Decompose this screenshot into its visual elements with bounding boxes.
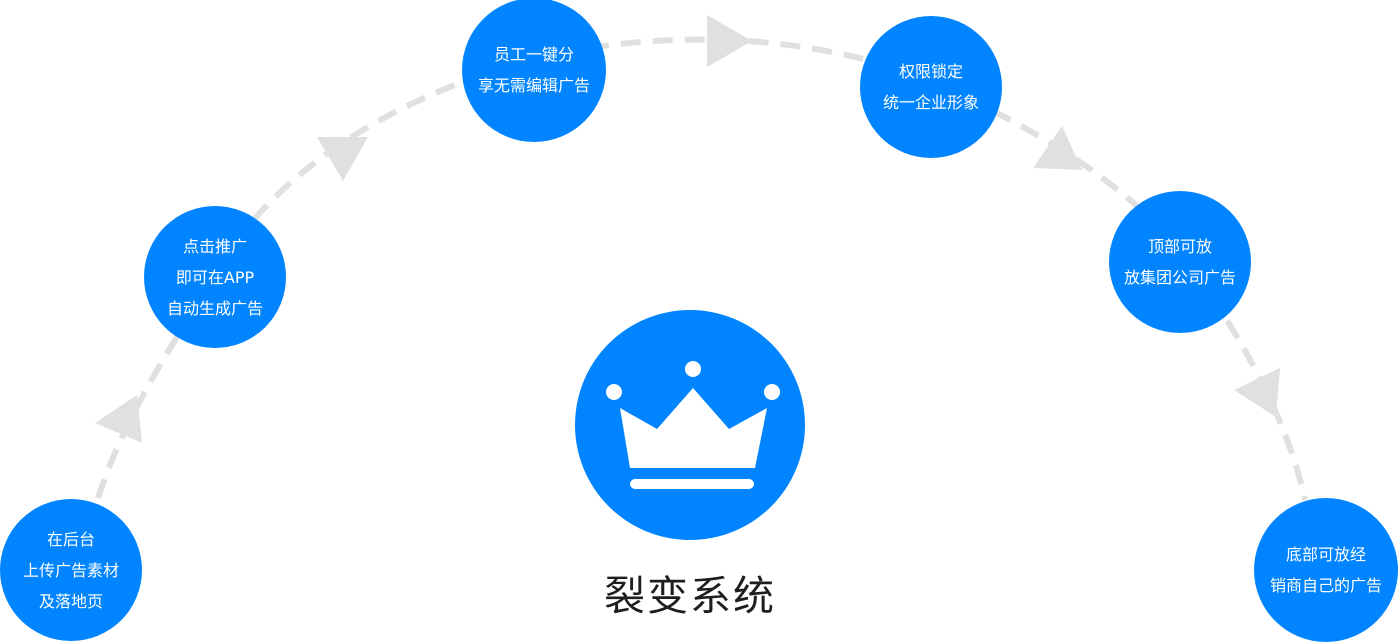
step-node-lock: 权限锁定 统一企业形象	[860, 16, 1002, 158]
step-text-line: 点击推广	[182, 236, 247, 256]
arrow-icon	[707, 15, 752, 67]
diagram-title: 裂变系统	[604, 572, 776, 620]
step-text-line: 顶部可放	[1147, 237, 1212, 256]
step-node-share: 员工一键分 享无需编辑广告	[462, 0, 606, 142]
arrow-icon	[317, 137, 368, 181]
step-text-line: 底部可放经	[1285, 545, 1366, 564]
hub-circle	[575, 310, 805, 540]
step-text-line: 员工一键分	[493, 45, 574, 64]
step-node-bottom: 底部可放经 销商自己的广告	[1254, 498, 1398, 642]
arrow-icon	[1234, 368, 1280, 417]
step-node-top: 顶部可放 放集团公司广告	[1109, 191, 1251, 333]
step-text-line: 享无需编辑广告	[477, 76, 590, 95]
step-text-line: 统一企业形象	[882, 93, 979, 112]
crown-icon	[606, 361, 780, 489]
step-text-line: 放集团公司广告	[1123, 268, 1236, 287]
step-text-line: 上传广告素材	[22, 560, 119, 580]
step-node-promote: 点击推广 即可在APP 自动生成广告	[144, 206, 286, 348]
step-text-line: 权限锁定	[898, 62, 963, 81]
step-text-line: 自动生成广告	[166, 298, 263, 318]
arrow-icon	[95, 395, 142, 443]
arrow-icon	[1033, 126, 1082, 170]
step-text-line: 销商自己的广告	[1269, 576, 1382, 595]
step-text-line: 在后台	[46, 529, 95, 549]
step-node-upload: 在后台 上传广告素材 及落地页	[0, 499, 142, 641]
step-text-line: 及落地页	[38, 591, 103, 611]
step-text-line: 即可在APP	[175, 267, 255, 287]
